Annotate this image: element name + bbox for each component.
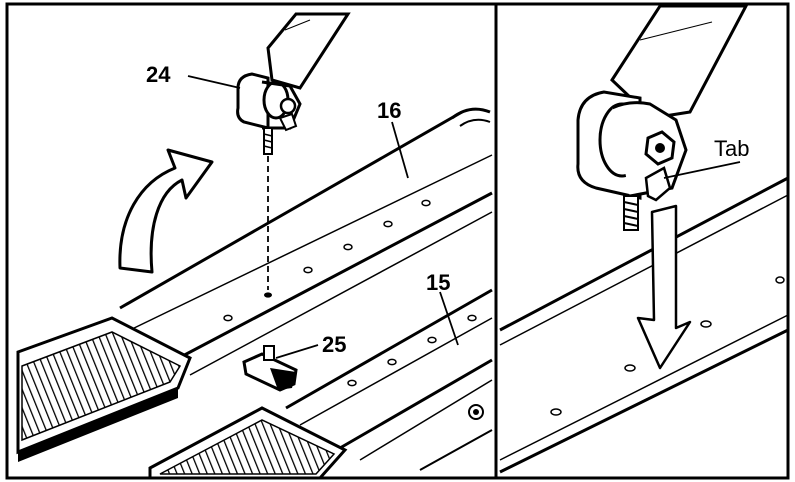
label-part-24: 24	[146, 62, 171, 87]
label-part-15: 15	[426, 270, 450, 295]
footpad-left	[16, 316, 192, 462]
footpad-right	[148, 406, 348, 480]
left-panel: 24 16 15 25	[16, 12, 493, 480]
bracket-24	[236, 72, 302, 155]
frame-rail-detail	[499, 176, 789, 474]
leader-25	[275, 344, 319, 359]
label-part-16: 16	[377, 98, 401, 123]
frame-rail-15	[285, 288, 493, 471]
right-panel: Tab	[499, 4, 789, 474]
leader-tab	[663, 161, 741, 179]
down-arrow-icon	[636, 204, 692, 370]
leader-16	[391, 121, 409, 179]
upright-tube	[266, 12, 351, 90]
bracket-detail	[576, 90, 688, 231]
leader-15	[439, 291, 459, 346]
label-part-25: 25	[322, 332, 346, 357]
wing-knob-25	[242, 345, 298, 392]
leader-24	[187, 75, 241, 89]
rotate-arrow-icon	[118, 148, 214, 274]
label-tab: Tab	[714, 136, 749, 161]
